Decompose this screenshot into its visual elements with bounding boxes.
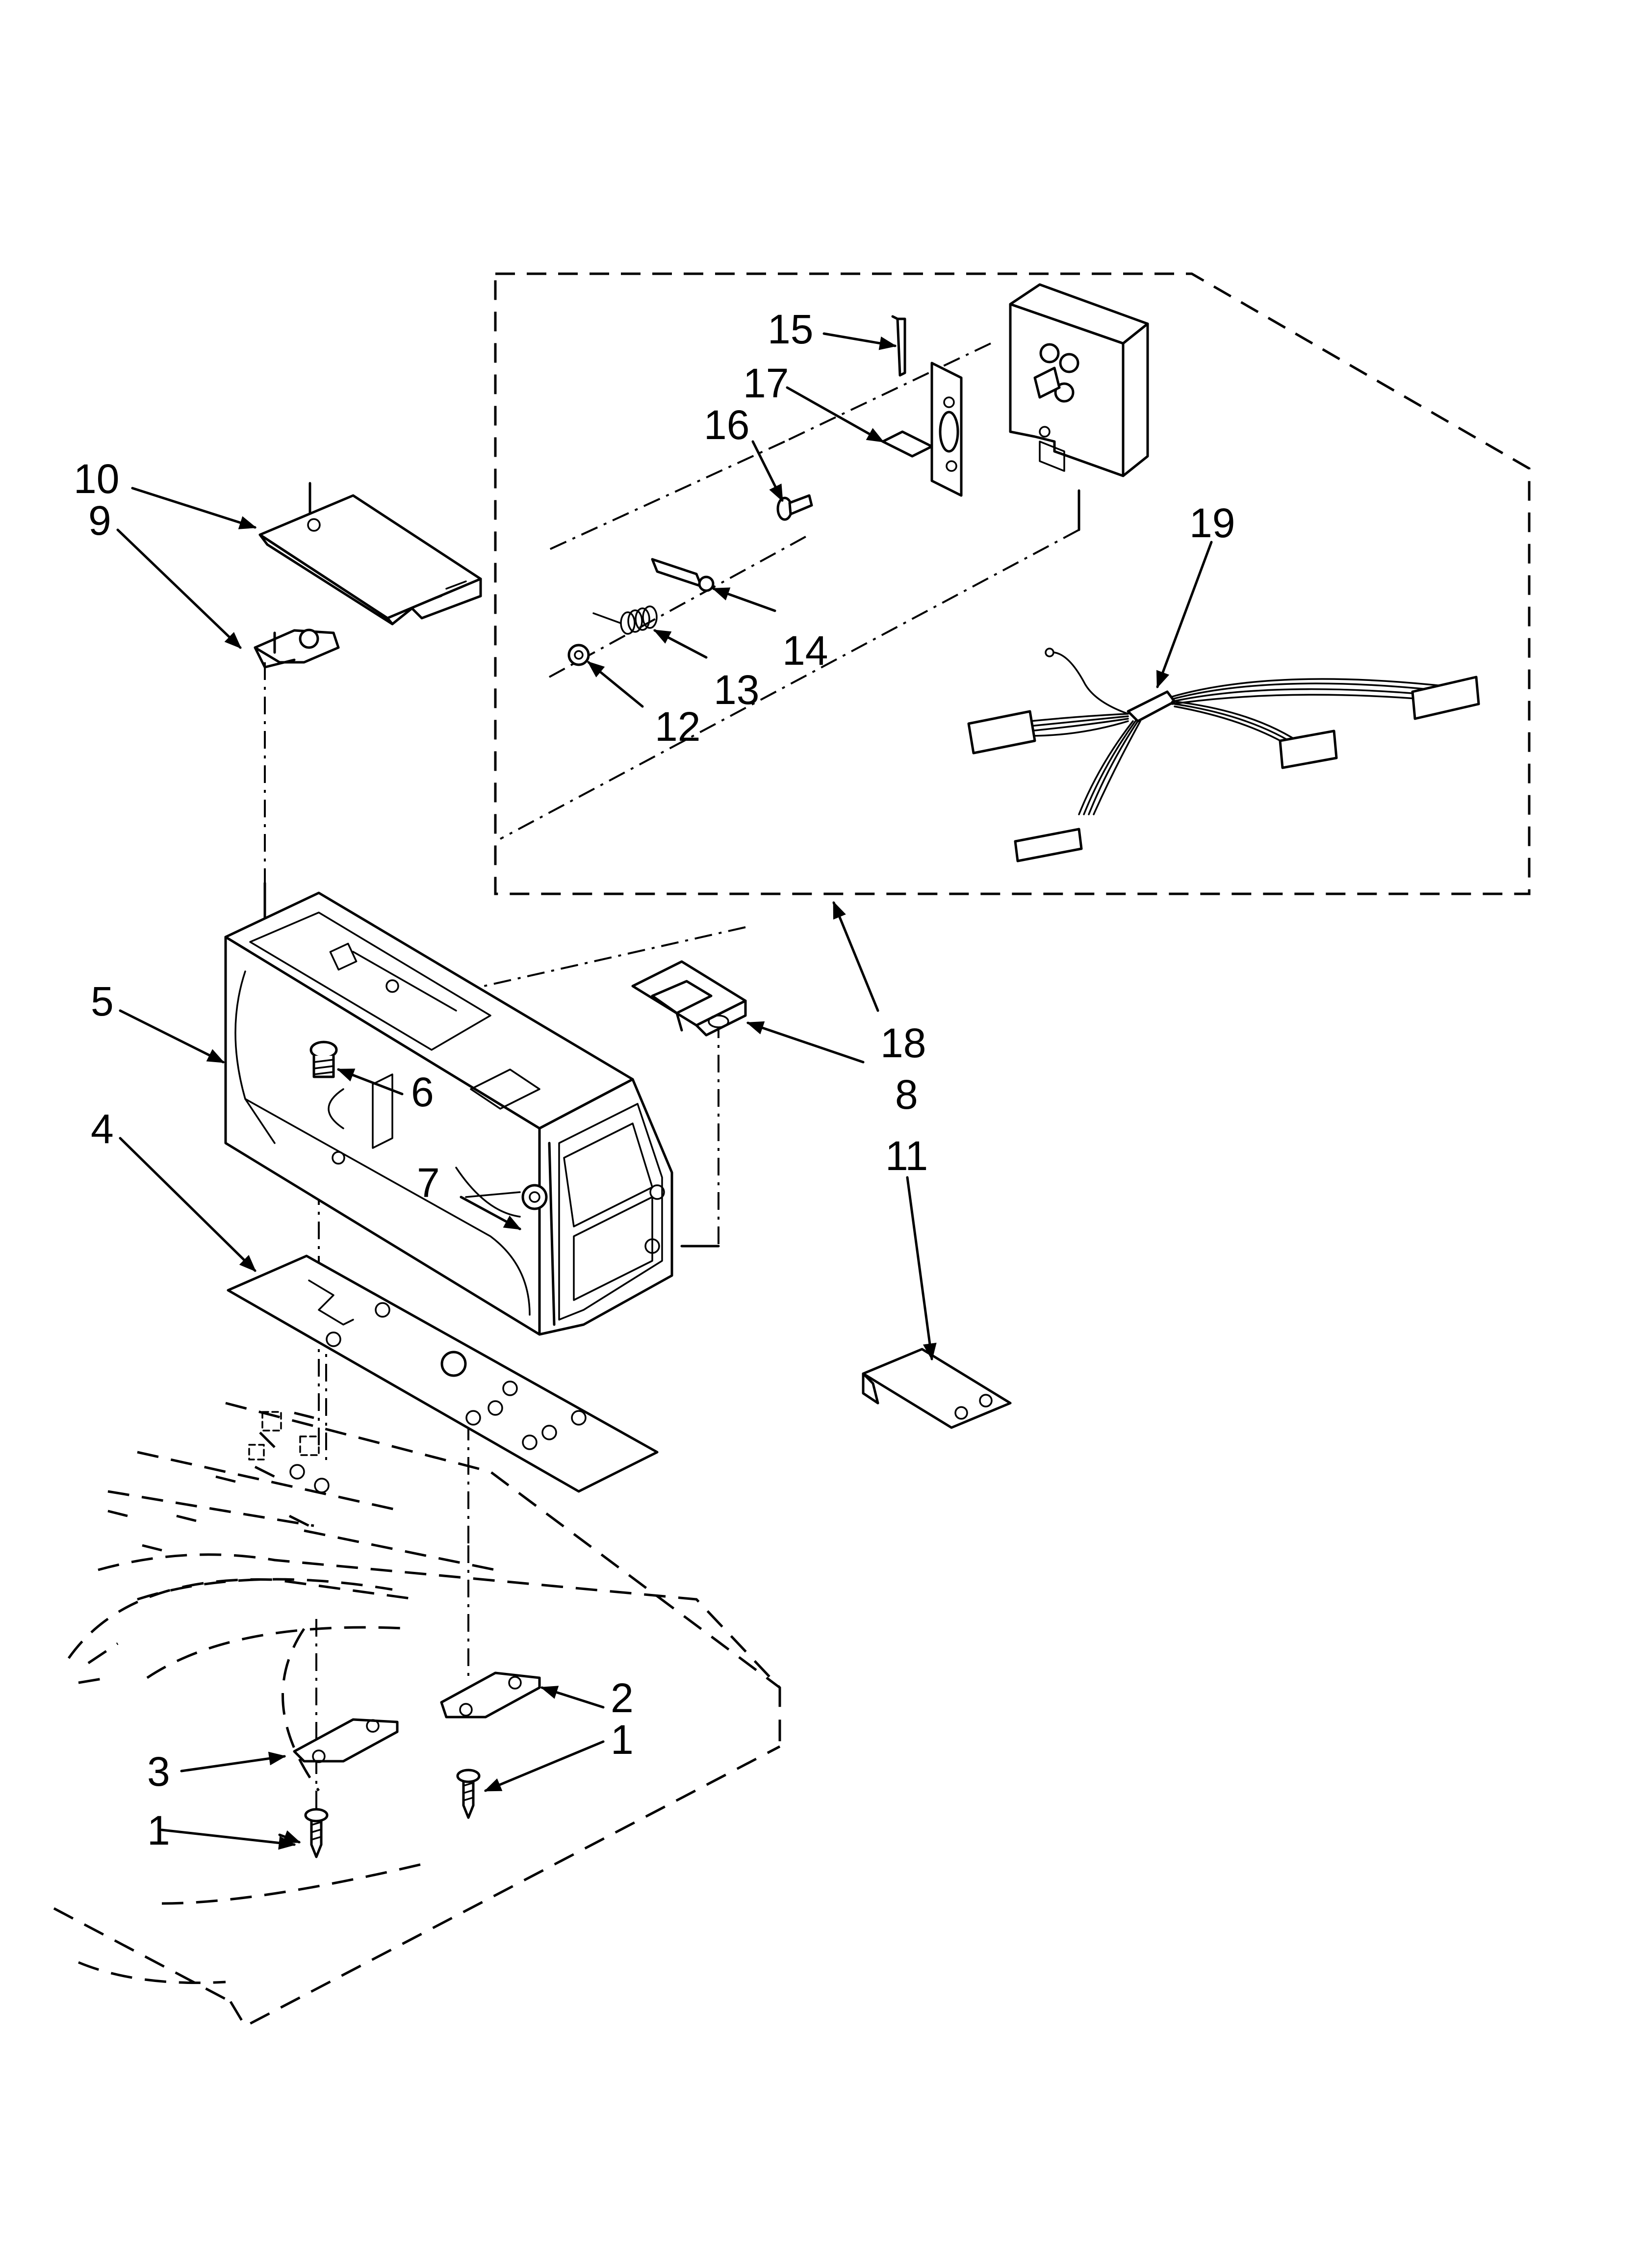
assembly-guide-lines (263, 342, 1080, 1815)
assembly-boundary (494, 272, 1531, 895)
part-8-bracket (631, 960, 747, 1037)
callout-19: 19 (1189, 500, 1235, 546)
callout-9: 9 (88, 497, 111, 544)
callout-11: 11 (885, 1133, 928, 1179)
callout-16: 16 (704, 402, 749, 448)
callout-13: 13 (714, 667, 759, 713)
part-14-actuator (651, 558, 715, 592)
part-10-cover (258, 482, 482, 626)
callout-10: 10 (74, 456, 119, 502)
callout-3: 3 (147, 1748, 170, 1795)
callout-4: 4 (91, 1106, 114, 1152)
callout-1-right: 1 (611, 1717, 634, 1763)
callout-15: 15 (768, 306, 813, 352)
part-17-bracket (881, 362, 963, 497)
callout-1-left: 1 (147, 1807, 170, 1853)
part-7-nut (465, 1184, 548, 1210)
part-3-clip (293, 1718, 399, 1763)
callout-6: 6 (411, 1069, 434, 1115)
part-6-screw (309, 1041, 338, 1078)
part-4-plate (227, 1254, 659, 1493)
part-15-pin (891, 315, 906, 377)
part-1-screw-right (456, 1769, 481, 1819)
callout-14: 14 (782, 627, 828, 674)
callout-12: 12 (655, 704, 700, 750)
callout-8: 8 (895, 1071, 918, 1118)
part-2-clip (440, 1671, 541, 1719)
part-9-clip (254, 628, 340, 669)
control-module (1009, 283, 1149, 477)
part-19-wire-harness (967, 648, 1480, 862)
part-13-spring (592, 605, 658, 635)
callout-2: 2 (611, 1675, 634, 1721)
leader-lines (116, 332, 1213, 1850)
part-1-screw-left (304, 1808, 329, 1858)
cabinet-phantom-outline (53, 1402, 781, 2028)
part-16-screw (776, 494, 813, 521)
part-12-washer (567, 644, 590, 666)
callout-labels: 1 1 2 3 4 5 6 7 8 9 10 11 12 13 14 15 16… (74, 306, 1235, 1853)
callout-18: 18 (880, 1020, 926, 1066)
callout-5: 5 (91, 978, 114, 1024)
callout-17: 17 (743, 360, 789, 406)
part-11-plate (862, 1348, 1012, 1429)
callout-7: 7 (417, 1160, 440, 1206)
part-5-housing (224, 891, 673, 1336)
